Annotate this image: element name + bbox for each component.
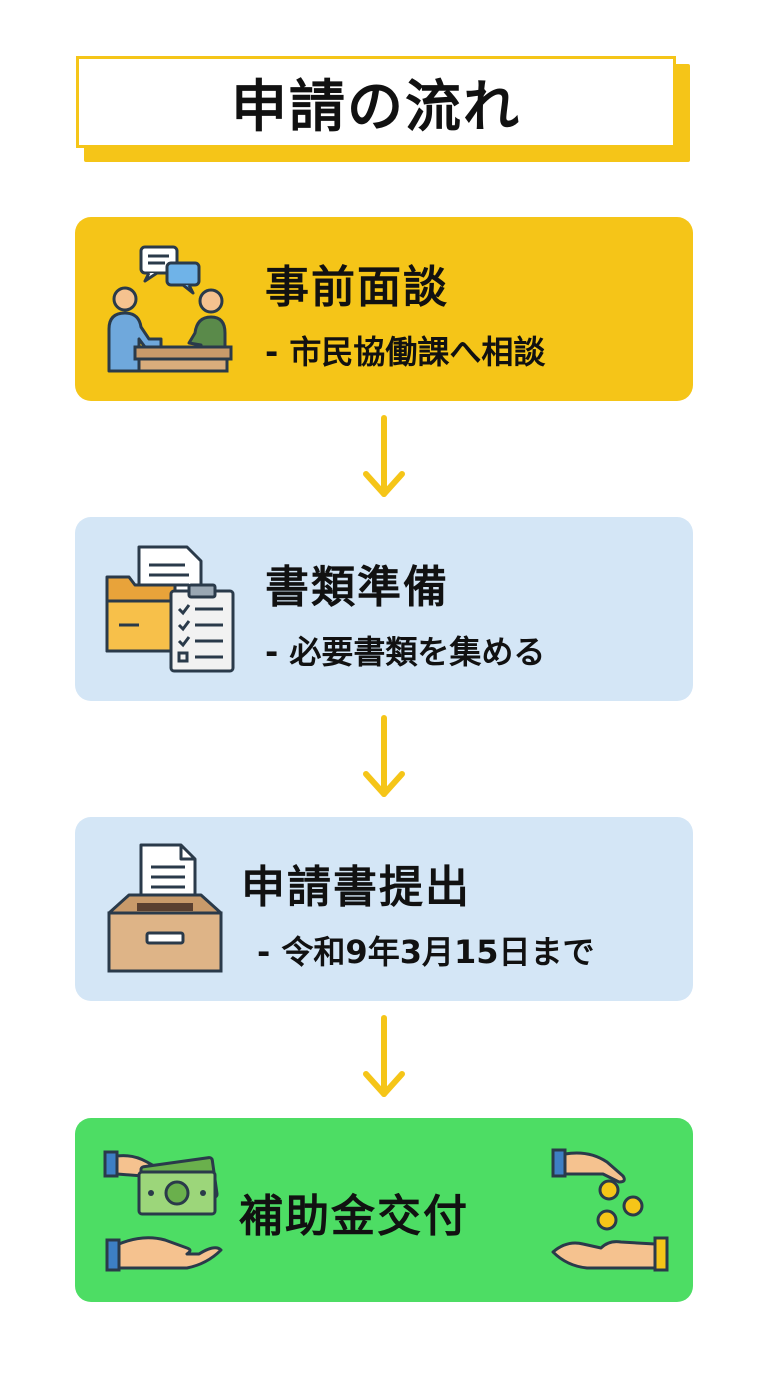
title-box: 申請の流れ [76,56,676,148]
cash-handover-icon [103,1150,223,1272]
consultation-icon [107,245,233,373]
step-grant-payment: 補助金交付 [75,1118,693,1302]
documents-icon [105,545,235,673]
step-submission: 申請書提出 - 令和9年3月15日まで [75,817,693,1001]
step-document-prep: 書類準備 - 必要書類を集める [75,517,693,701]
step-consultation: 事前面談 - 市民協働課へ相談 [75,217,693,401]
submission-box-icon [107,843,223,973]
step-title: 書類準備 [265,562,449,613]
down-arrow-icon [363,715,405,797]
coins-handover-icon [551,1148,669,1272]
step-title: 補助金交付 [239,1191,469,1242]
title-banner: 申請の流れ [76,56,692,164]
step-title: 申請書提出 [241,862,471,913]
step-subtitle: - 市民協働課へ相談 [265,333,546,371]
down-arrow-icon [363,1015,405,1097]
page-title: 申請の流れ [231,74,521,140]
step-subtitle: - 令和9年3月15日まで [257,933,595,971]
step-subtitle: - 必要書類を集める [265,633,546,671]
down-arrow-icon [363,415,405,497]
step-title: 事前面談 [265,262,449,313]
